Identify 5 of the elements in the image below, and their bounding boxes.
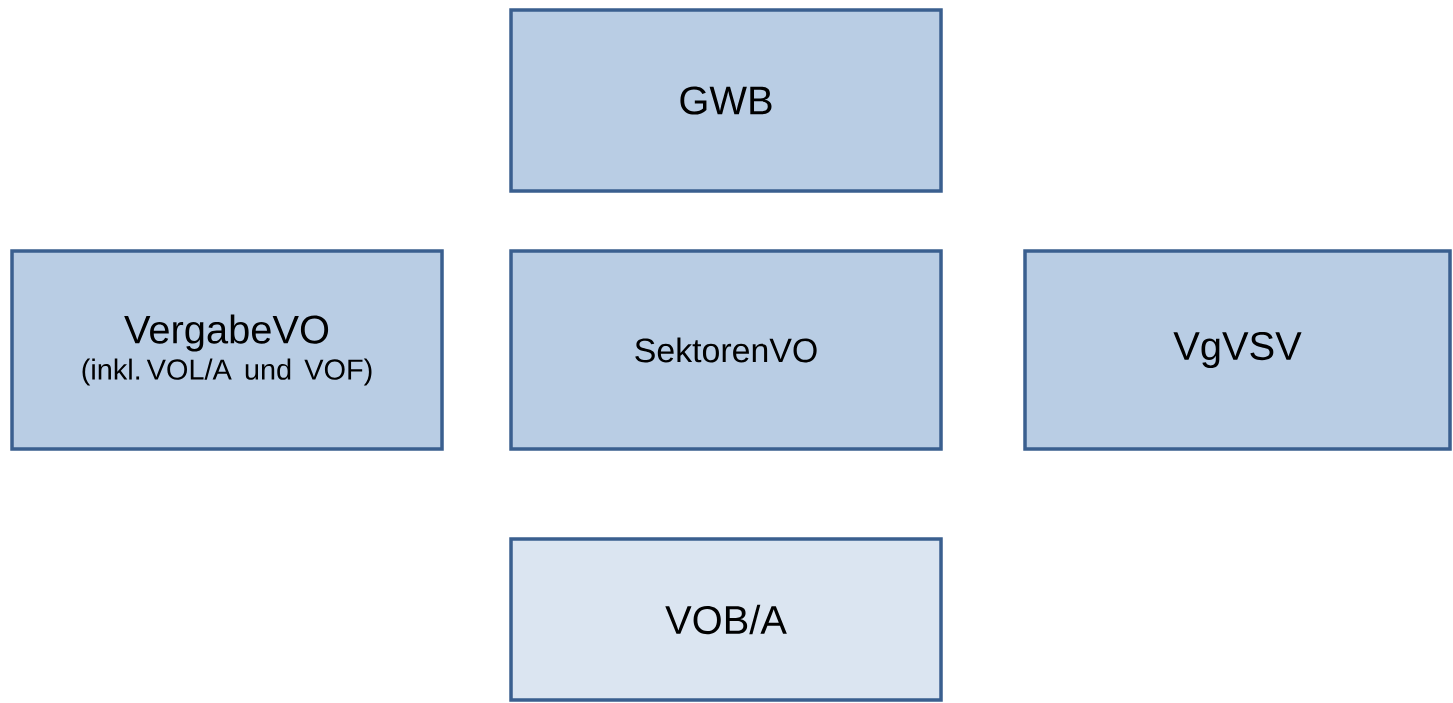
text-box: VOB/A xyxy=(509,537,943,702)
text-box: VergabeVO (inkl. VOL/A und VOF) xyxy=(10,249,444,451)
text-box: VgVSV xyxy=(1023,249,1452,451)
text-box: GWB xyxy=(509,8,943,193)
text-box: SektorenVO xyxy=(509,249,943,451)
